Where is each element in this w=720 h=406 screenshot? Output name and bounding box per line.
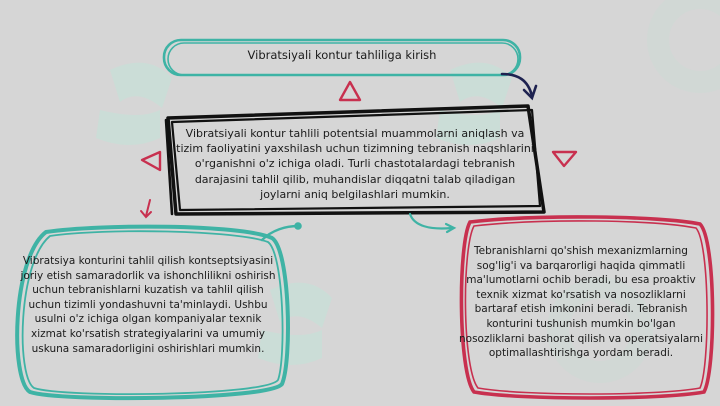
right-box xyxy=(459,215,715,400)
center-box xyxy=(164,104,546,216)
watermark xyxy=(96,62,512,365)
triangle-decor xyxy=(140,80,578,172)
title-text: Vibratsiyali kontur tahliliga kirish xyxy=(247,48,437,62)
watermark-ring xyxy=(547,0,720,383)
center-box-text: Vibratsiyali kontur tahlili potentsial m… xyxy=(176,127,534,201)
left-box-text: Vibratsiya konturini tahlil qilish konts… xyxy=(20,255,276,355)
small-crimson-arrow xyxy=(140,199,152,219)
teal-arrow-right xyxy=(408,212,457,234)
title-box xyxy=(162,38,522,77)
navy-arrow xyxy=(500,72,538,101)
left-box xyxy=(15,224,290,401)
right-box-text: Tebranishlarni qo'shish mexanizmlarning … xyxy=(458,245,704,360)
teal-arrow-left xyxy=(260,222,302,242)
